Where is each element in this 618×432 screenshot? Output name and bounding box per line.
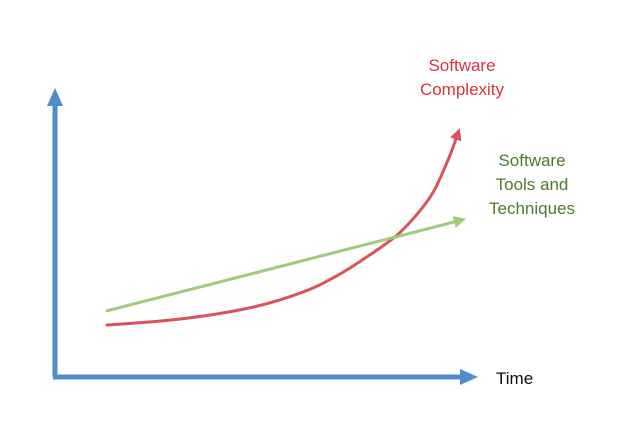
axes (47, 88, 478, 385)
series-line-software-tools (105, 218, 464, 313)
series-label-complexity: Software Complexity (392, 54, 532, 102)
series-line-software-complexity-arrowhead (450, 128, 462, 142)
x-axis-label: Time (496, 369, 534, 388)
series-label-tools-line-1: Software (498, 151, 566, 170)
series-line-software-complexity (105, 130, 460, 327)
series-label-complexity-line-2: Complexity (419, 80, 505, 99)
series-label-tools-line-2: Tools and (495, 175, 569, 194)
series-line-software-tools-arrowhead (452, 216, 466, 228)
y-axis-arrowhead (47, 88, 63, 106)
series-group (105, 128, 466, 327)
series-label-complexity-line-1: Software (428, 56, 496, 75)
x-axis-arrowhead (460, 369, 478, 385)
series-label-tools-line-3: Techniques (488, 199, 575, 218)
series-label-tools: Software Tools and Techniques (462, 149, 602, 221)
